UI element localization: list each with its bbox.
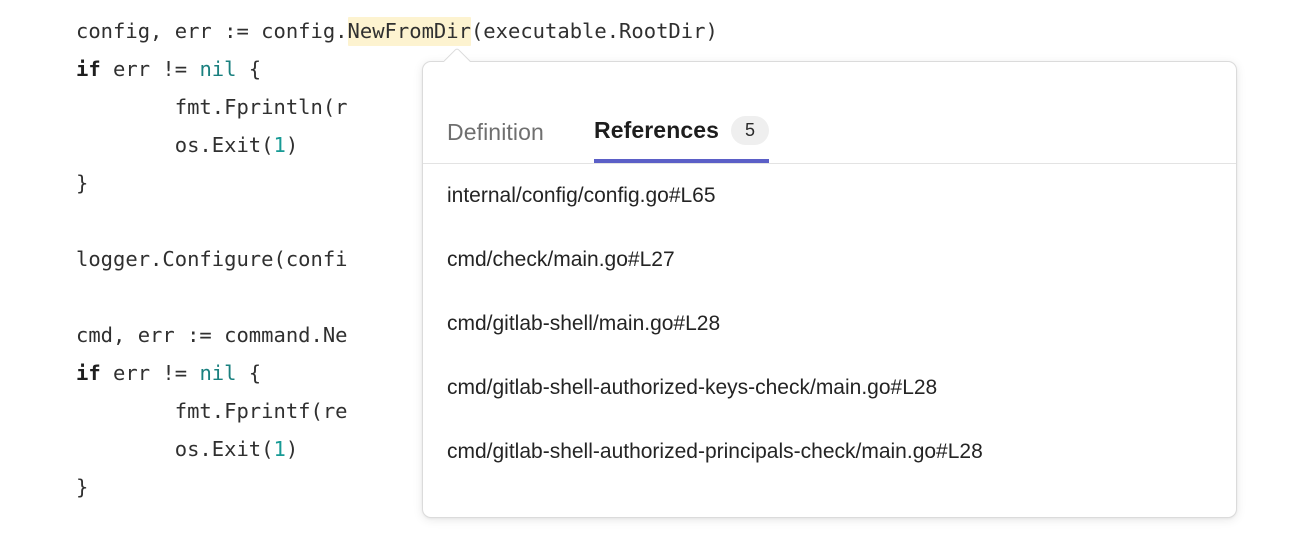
code-token: ) (285, 437, 299, 461)
code-token: (executable.RootDir) (470, 19, 718, 43)
code-token: err != (100, 57, 200, 81)
highlighted-symbol[interactable]: NewFromDir (347, 17, 471, 46)
tab-references-label: References (594, 116, 720, 143)
code-token: os.Exit( (76, 437, 274, 461)
reference-path: cmd/gitlab-shell-authorized-keys-check/m… (447, 376, 938, 399)
reference-path: cmd/check/main.go#L27 (447, 248, 675, 271)
reference-list-item[interactable]: cmd/gitlab-shell/main.go#L28 (423, 292, 1236, 356)
reference-list-item[interactable]: cmd/gitlab-shell-authorized-principals-c… (423, 420, 1236, 484)
code-token: ) (285, 133, 299, 157)
code-token: config, err := config. (76, 19, 348, 43)
code-line: if err != nil { (76, 50, 261, 88)
code-line: os.Exit(1) (76, 430, 298, 468)
popover-arrow-icon (444, 48, 472, 62)
code-token: } (76, 171, 89, 195)
code-line: if err != nil { (76, 354, 261, 392)
reference-list-item[interactable]: internal/config/config.go#L65 (423, 164, 1236, 228)
code-token: fmt.Fprintln(r (76, 95, 348, 119)
tab-definition[interactable]: Definition (447, 101, 544, 163)
code-token: { (236, 57, 262, 81)
code-token: 1 (273, 133, 286, 157)
reference-path: cmd/gitlab-shell/main.go#L28 (447, 312, 721, 335)
code-token: } (76, 475, 89, 499)
code-token: os.Exit( (76, 133, 274, 157)
reference-path: internal/config/config.go#L65 (447, 184, 716, 207)
code-token: if (76, 57, 101, 81)
code-token: logger.Configure(confi (76, 247, 348, 271)
code-line: logger.Configure(confi (76, 240, 348, 278)
code-token: err != (100, 361, 200, 385)
code-token: fmt.Fprintf(re (76, 399, 348, 423)
code-line: fmt.Fprintln(r (76, 88, 348, 126)
code-line: config, err := config.NewFromDir(executa… (76, 12, 718, 50)
code-token: if (76, 361, 101, 385)
code-line: fmt.Fprintf(re (76, 392, 348, 430)
code-token: nil (199, 361, 237, 385)
references-count-badge: 5 (731, 115, 770, 145)
code-navigation-popover: Definition References 5 internal/config/… (422, 61, 1237, 518)
tab-definition-label: Definition (447, 118, 544, 145)
code-line: } (76, 164, 88, 202)
code-token: 1 (273, 437, 286, 461)
tab-references[interactable]: References 5 (594, 101, 770, 163)
code-token: cmd, err := command.Ne (76, 323, 348, 347)
reference-path: cmd/gitlab-shell-authorized-principals-c… (447, 440, 983, 463)
code-line: cmd, err := command.Ne (76, 316, 348, 354)
reference-list-item[interactable]: cmd/gitlab-shell-authorized-keys-check/m… (423, 356, 1236, 420)
code-token: nil (199, 57, 237, 81)
references-list: internal/config/config.go#L65 cmd/check/m… (423, 164, 1236, 484)
code-token: { (236, 361, 262, 385)
code-line: os.Exit(1) (76, 126, 298, 164)
reference-list-item[interactable]: cmd/check/main.go#L27 (423, 228, 1236, 292)
code-line: } (76, 468, 88, 506)
popover-tab-bar: Definition References 5 (423, 62, 1236, 164)
